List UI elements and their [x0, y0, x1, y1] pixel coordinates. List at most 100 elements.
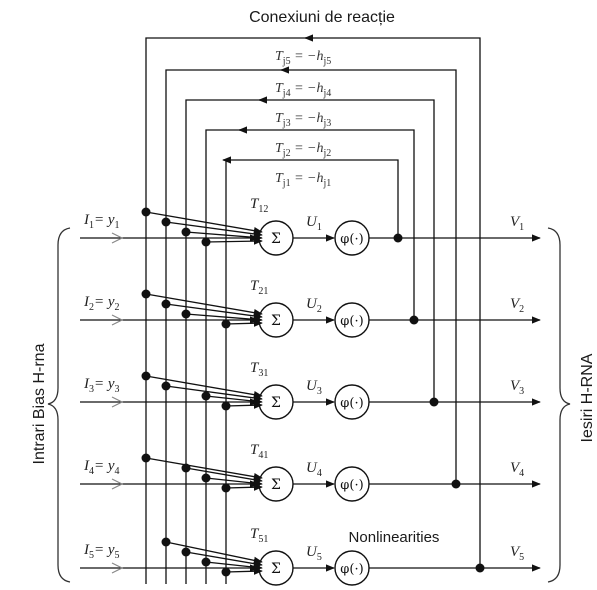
connection-weight-label-3-part: T [250, 360, 260, 376]
input-label-4-sub: 4 [89, 466, 94, 477]
activation-symbol: φ(·) [340, 478, 363, 493]
input-label-3-sub: 3 [89, 384, 94, 395]
connection-weight-label-1-sub: 12 [258, 204, 268, 215]
connection-weight-label-4-sub: 41 [258, 450, 268, 461]
activation-input-label-2-part: U [306, 296, 318, 312]
output-label-4-part: V [510, 460, 521, 476]
input-label-4-part: = [94, 458, 108, 474]
input-label-5-part: y [106, 542, 115, 558]
input-label-2: I2= y2 [83, 294, 120, 313]
input-label-2-part: I [83, 294, 90, 310]
feedback-loop-3 [185, 99, 435, 584]
input-label-1: I1= y1 [83, 212, 120, 231]
weighted-connection-arrow [165, 541, 263, 564]
connection-weight-label-3-sub: 31 [258, 368, 268, 379]
input-label-4-part: y [106, 458, 115, 474]
activation-input-label-3-sub: 3 [317, 386, 322, 397]
weighted-connection-arrow [225, 319, 263, 327]
activation-input-label-4: U4 [306, 460, 322, 479]
connection-weight-label-5: T51 [250, 526, 268, 545]
output-label-3-sub: 3 [519, 386, 524, 397]
input-label-2-sub: 2 [89, 302, 94, 313]
input-label-2-sub: 2 [115, 302, 120, 313]
activation-input-label-2: U2 [306, 296, 322, 315]
activation-input-label-5: U5 [306, 544, 322, 563]
weighted-connection-arrow [145, 375, 263, 399]
input-open-arrow [111, 396, 124, 408]
weighted-connection-arrow [205, 561, 263, 571]
weighted-connection-arrow [165, 221, 263, 238]
input-label-5-sub: 5 [115, 550, 120, 561]
connection-weight-label-4-part: T [250, 442, 260, 458]
connection-weight-label-1-part: T [250, 196, 260, 212]
feedback-weight-label-sub: j1 [282, 178, 291, 189]
input-label-5: I5= y5 [83, 542, 120, 561]
weighted-connection-arrow [145, 211, 263, 235]
weighted-connection-arrow [145, 457, 263, 481]
input-label-5-part: = [94, 542, 108, 558]
summation-symbol: Σ [271, 231, 281, 247]
feedback-weight-label-sub: j2 [322, 148, 331, 159]
feedback-weight-label-sub: j5 [282, 56, 291, 67]
feedback-weight-label-part: = −h [291, 81, 324, 96]
connection-weight-label-5-sub: 51 [258, 534, 268, 545]
connection-weight-label-1: T12 [250, 196, 268, 215]
activation-input-label-4-part: U [306, 460, 318, 476]
input-label-3-part: I [83, 376, 90, 392]
diagram-title: Conexiuni de reacție [249, 9, 395, 26]
input-label-4-sub: 4 [115, 466, 120, 477]
output-label-5-sub: 5 [519, 552, 524, 563]
input-open-arrow [111, 562, 124, 574]
weighted-connection-arrow [205, 237, 263, 245]
feedback-weight-label: Tj1 = −hj1 [275, 171, 331, 189]
left-brace-label: Intrari Bias H-rna [31, 343, 48, 464]
weighted-connection-arrow [225, 483, 263, 491]
activation-input-label-5-part: U [306, 544, 318, 560]
weighted-connection-arrow [205, 395, 263, 405]
connection-weight-label-3: T31 [250, 360, 268, 379]
feedback-weight-label: Tj4 = −hj4 [275, 81, 331, 99]
input-label-1-sub: 1 [115, 220, 120, 231]
feedback-weight-label-part: T [275, 141, 284, 156]
output-label-1-part: V [510, 214, 521, 230]
input-label-1-sub: 1 [89, 220, 94, 231]
input-label-2-part: y [106, 294, 115, 310]
weighted-connection-arrow [225, 567, 263, 575]
weighted-connection-arrow [165, 303, 263, 320]
weighted-connection-arrow [185, 551, 263, 568]
nonlinearities-label: Nonlinearities [349, 529, 440, 546]
feedback-weight-label-part: = −h [291, 171, 324, 186]
output-label-2-sub: 2 [519, 304, 524, 315]
right-brace-label: Iesiri H-RNA [579, 353, 596, 442]
connection-weight-label-2: T21 [250, 278, 268, 297]
activation-input-label-2-sub: 2 [317, 304, 322, 315]
output-label-2: V2 [510, 296, 524, 315]
feedback-weight-label-sub: j5 [322, 56, 331, 67]
feedback-loop-4 [165, 69, 457, 584]
input-open-arrow [111, 478, 124, 490]
connection-weight-label-2-part: T [250, 278, 260, 294]
activation-symbol: φ(·) [340, 232, 363, 247]
weighted-connection-arrow [165, 385, 263, 402]
feedback-weight-label-sub: j3 [322, 118, 331, 129]
feedback-weight-label-part: = −h [291, 49, 324, 64]
feedback-weight-label-sub: j4 [322, 88, 331, 99]
feedback-weight-label-part: = −h [291, 141, 324, 156]
weighted-connection-arrow [225, 401, 263, 409]
activation-input-label-1-sub: 1 [317, 222, 322, 233]
input-label-3-sub: 3 [115, 384, 120, 395]
feedback-weight-label-part: T [275, 111, 284, 126]
activation-input-label-3: U3 [306, 378, 322, 397]
output-label-4: V4 [510, 460, 524, 479]
input-label-3-part: y [106, 376, 115, 392]
feedback-weight-label-part: T [275, 81, 284, 96]
right-brace [547, 227, 571, 583]
output-label-3-part: V [510, 378, 521, 394]
activation-input-label-1-part: U [306, 214, 318, 230]
connection-weight-label-5-part: T [250, 526, 260, 542]
input-label-3-part: = [94, 376, 108, 392]
feedback-loop-1 [225, 159, 399, 584]
weighted-connection-arrow [145, 293, 263, 317]
